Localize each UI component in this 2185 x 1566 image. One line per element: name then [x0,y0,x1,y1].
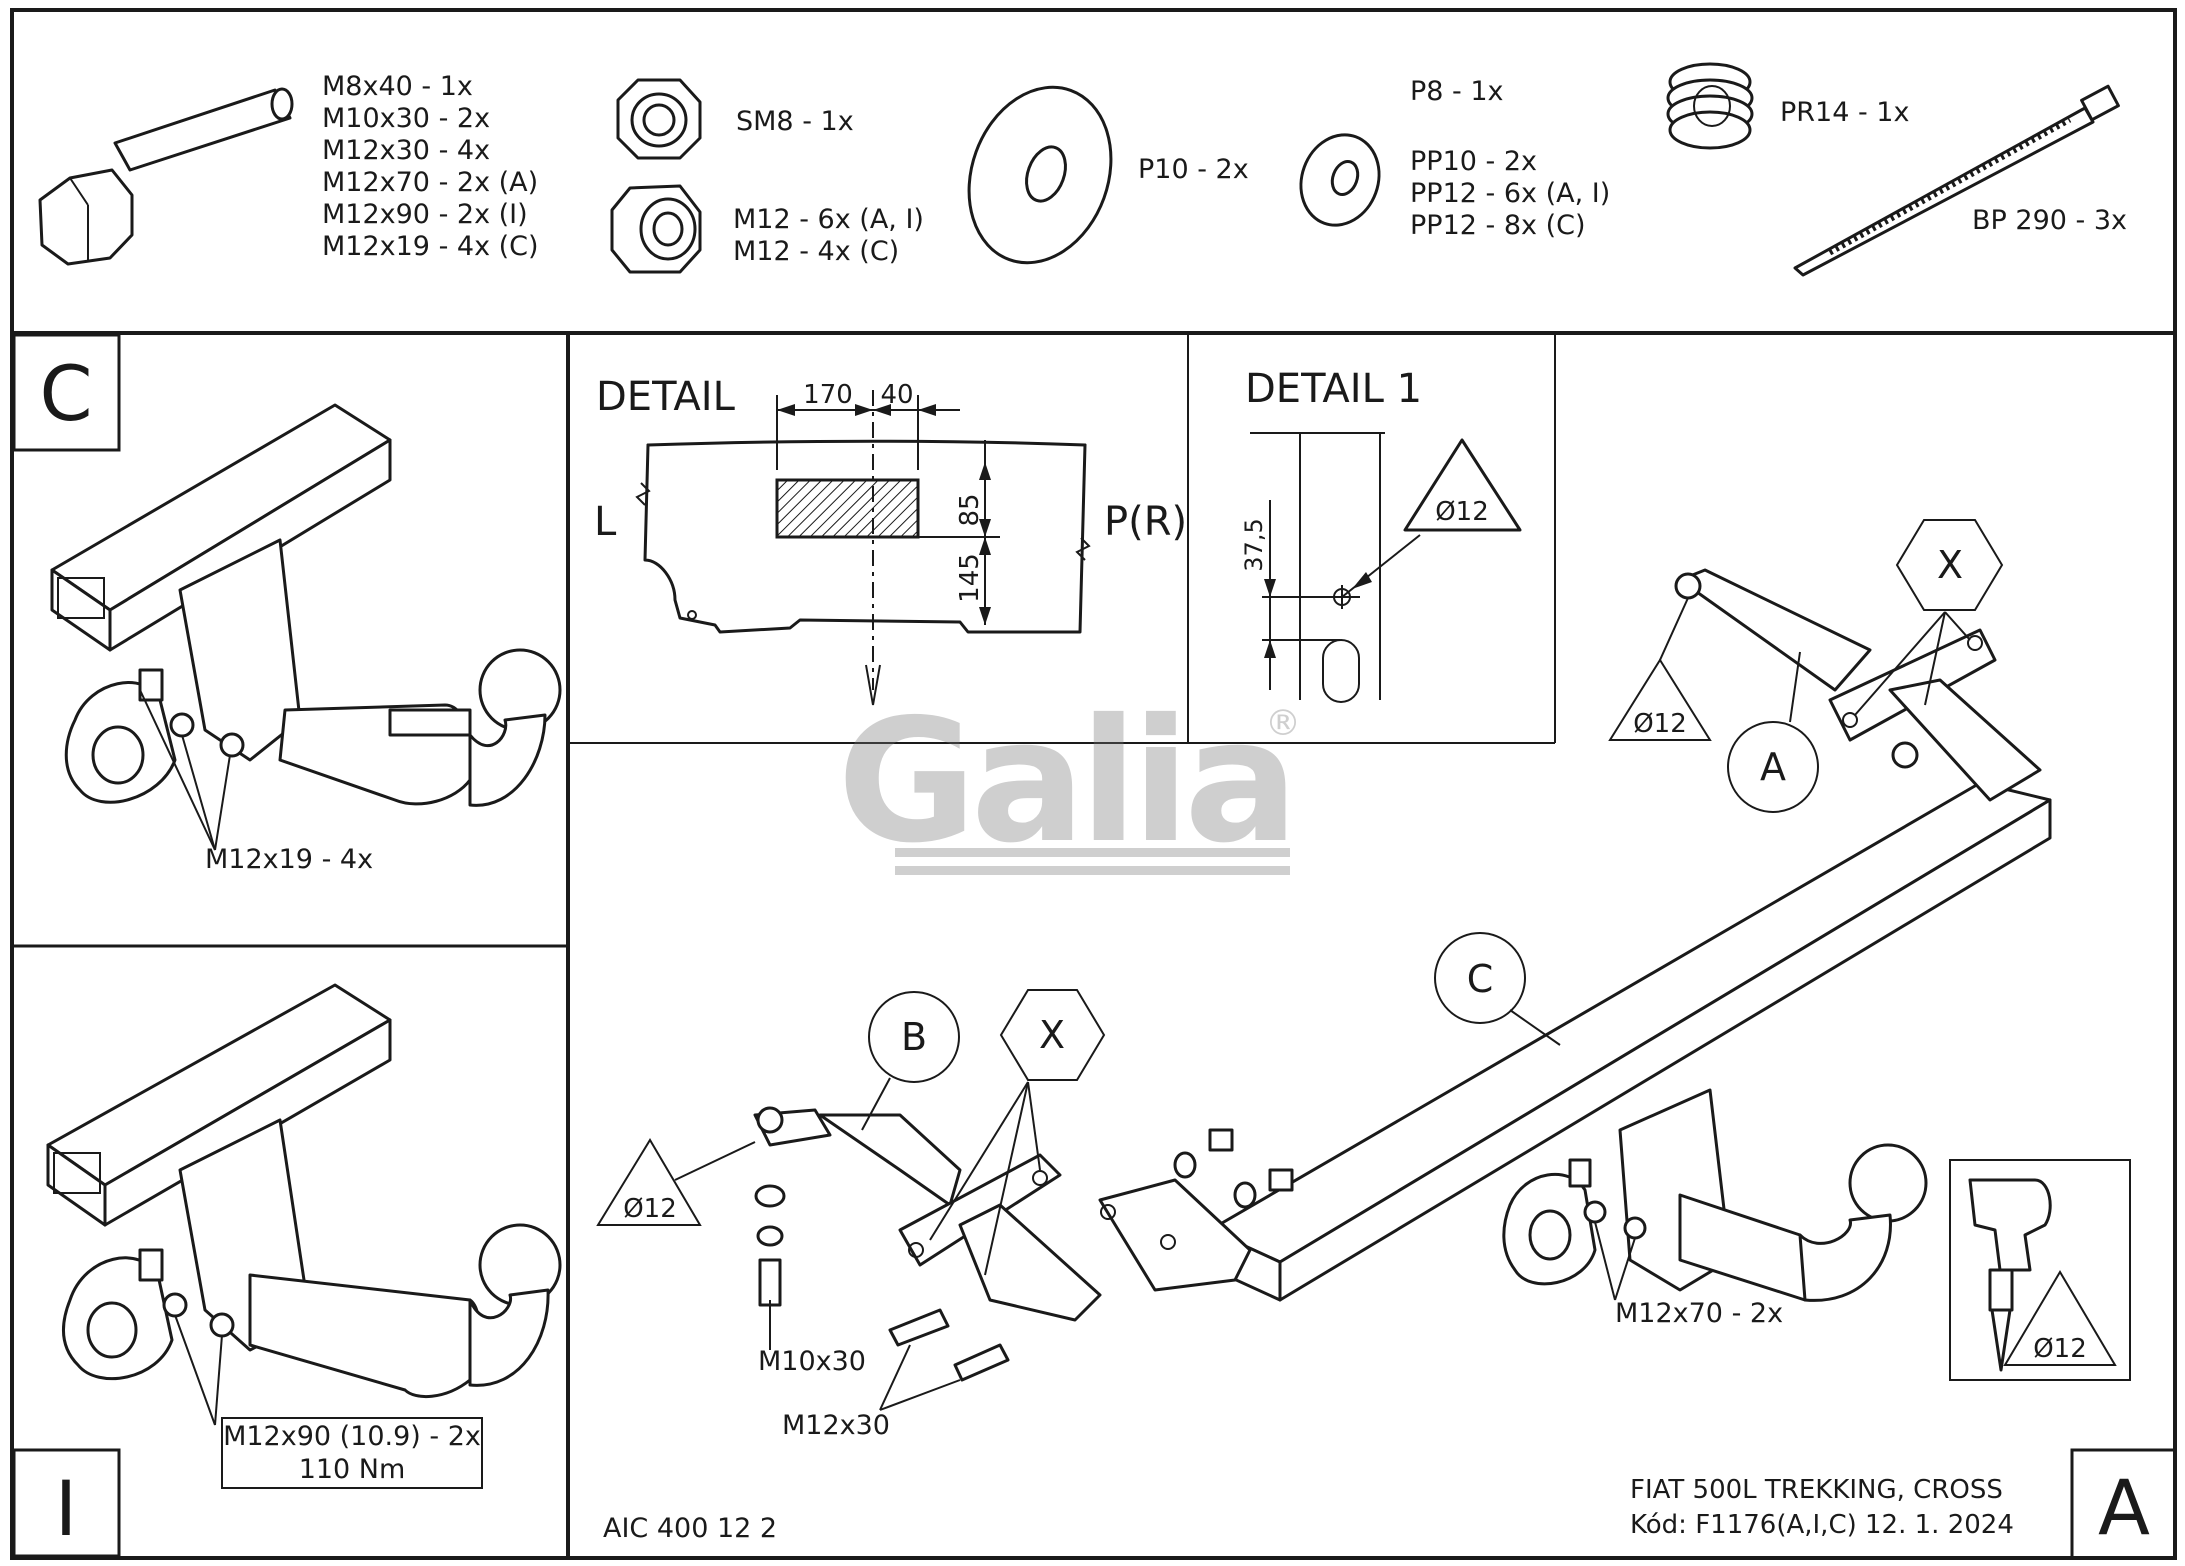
detail-dim-170: 170 [803,380,853,410]
cable-tie-icon [1793,84,2120,277]
bolt-item-5: M12x90 - 2x (I) [322,199,528,230]
main-assembly [753,568,2052,1382]
washer-item-3: PP12 - 8x (C) [1410,210,1586,241]
detail1-title: DETAIL 1 [1245,366,1422,412]
spring-label: PR14 - 1x [1780,97,1909,128]
towbar-c-illustration [50,403,562,807]
towbar-i-illustration [46,983,562,1399]
main-hole-left: Ø12 [623,1194,677,1224]
drill-box: Ø12 [1949,1159,2131,1381]
washer-item-1: PP10 - 2x [1410,146,1537,177]
nut-item-2: M12 - 4x (C) [733,236,899,267]
drill-hole: Ø12 [2033,1334,2087,1364]
detail-right-label: P(R) [1104,499,1187,545]
washer-p8-label: P8 - 1x [1410,76,1504,107]
bolt-item-4: M12x70 - 2x (A) [322,167,538,198]
panel-i: I M12x90 (10.9) - 2x 110 Nm [12,983,562,1558]
detail-dim-145: 145 [955,553,985,603]
main-label-x-left: X [1039,1013,1065,1057]
callout-b: B [861,991,960,1131]
panel-i-torque: 110 Nm [299,1454,406,1485]
footer-kod: Kód: F1176(A,I,C) 12. 1. 2024 [1630,1510,2014,1540]
main-hole-right: Ø12 [1633,709,1687,739]
callout-x-left: X [929,989,1106,1276]
detail-view: DETAIL 170 40 85 145 L P(R) [594,374,1187,706]
panel-c-letter: C [39,349,92,438]
callout-c: C [1434,932,1561,1046]
main-m12x70: M12x70 - 2x [1615,1298,1783,1329]
main-m12x30: M12x30 [782,1410,890,1441]
panel-c-bolt-label: M12x19 - 4x [205,844,373,875]
hex-bolt-icon [38,87,294,266]
detail1-view: DETAIL 1 37,5 Ø12 [1240,366,1522,703]
spring-icon [1666,62,1754,150]
bolt-list: M8x40 - 1x M10x30 - 2x M12x30 - 4x M12x7… [322,71,539,262]
footer-letter: A [2098,1463,2150,1552]
main-label-x-right: X [1937,543,1963,587]
watermark-mark: ® [1265,703,1301,744]
detail-left-label: L [594,499,617,545]
detail-dim-40: 40 [880,380,913,410]
bolt-item-6: M12x19 - 4x (C) [322,231,539,262]
panel-c: C M12x19 - 4x [12,333,562,875]
detail-title: DETAIL [596,374,736,420]
main-label-c: C [1467,957,1494,1001]
bolt-callouts: M10x30 M12x30 M12x70 - 2x [758,1221,1783,1441]
main-label-a: A [1760,745,1786,789]
bolt-item-1: M8x40 - 1x [322,71,473,102]
small-washer-icon [1299,133,1381,227]
main-label-b: B [901,1015,927,1059]
panel-i-bolt-label: M12x90 (10.9) - 2x [223,1421,481,1452]
callout-x-right: X [1854,519,2004,716]
callout-a: A [1727,651,1819,813]
nut-item-1: M12 - 6x (A, I) [733,204,924,235]
detail-dim-85: 85 [955,493,985,526]
hole-callout-right: Ø12 [1608,597,1712,741]
watermark-brand: Galia [837,683,1293,881]
locknut-label: SM8 - 1x [736,106,854,137]
bolt-item-2: M10x30 - 2x [322,103,490,134]
cable-tie-label: BP 290 - 3x [1972,205,2127,236]
drawing-frame [10,8,2177,1560]
large-washer-label: P10 - 2x [1138,154,1249,185]
parts-list: M8x40 - 1x M10x30 - 2x M12x30 - 4x M12x7… [38,62,2127,277]
panel-i-letter: I [55,1464,77,1553]
footer-code: AIC 400 12 2 [603,1513,777,1544]
panel-i-callout [174,1314,483,1489]
detail1-hole: Ø12 [1435,497,1489,527]
locknut-icon [616,78,702,160]
main-m10x30: M10x30 [758,1346,866,1377]
galia-watermark: Galia ® [837,683,1301,881]
large-washer-icon [967,85,1113,265]
footer-vehicle: FIAT 500L TREKKING, CROSS [1630,1475,2003,1505]
washer-item-2: PP12 - 6x (A, I) [1410,178,1610,209]
bolt-item-3: M12x30 - 4x [322,135,490,166]
detail1-dim: 37,5 [1240,518,1268,571]
panel-c-callout [139,689,231,851]
nut-icon [610,184,702,274]
hole-callout-left: Ø12 [596,1138,756,1226]
drill-icon [1968,1178,2052,1372]
title-block: AIC 400 12 2 FIAT 500L TREKKING, CROSS K… [603,1448,2177,1560]
